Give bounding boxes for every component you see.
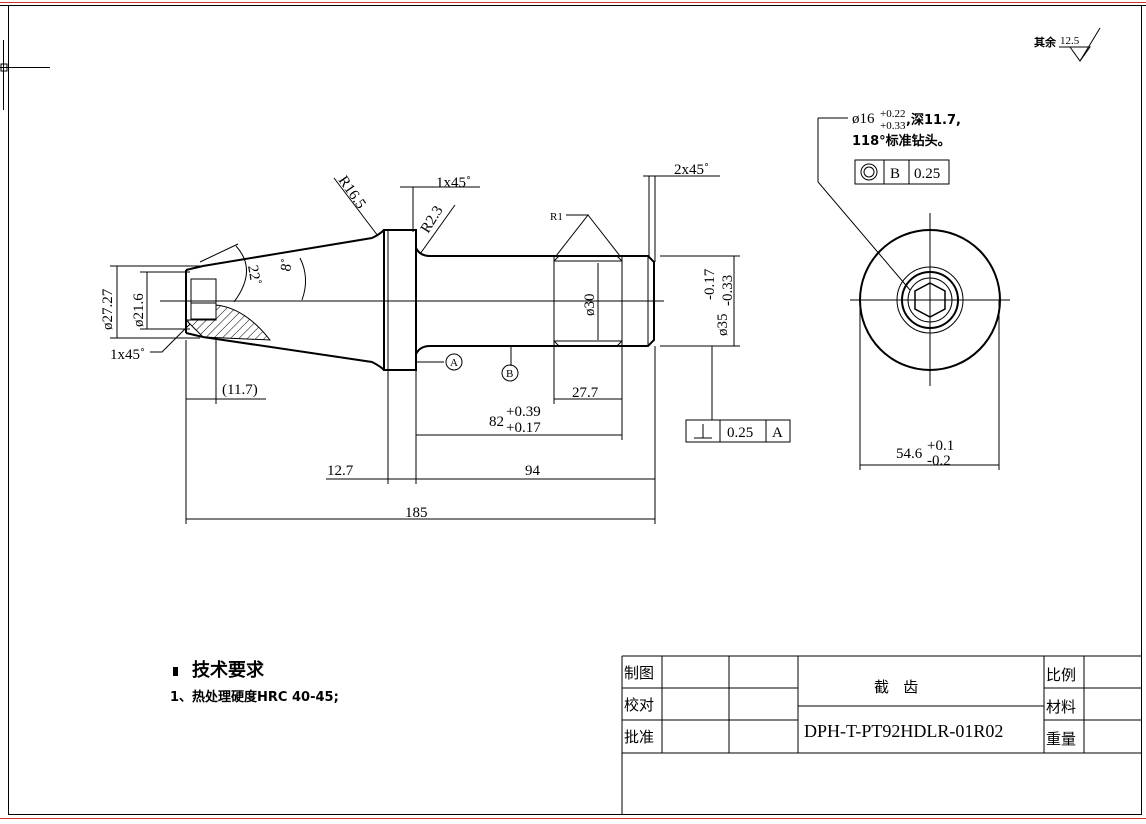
surface-finish-symbol: 其余 12.5	[1034, 27, 1101, 62]
dim-chamfer-top: 1x45˚	[436, 175, 471, 191]
title-block	[621, 655, 1141, 815]
dim-dia-35-upper: -0.17	[702, 268, 718, 300]
hole-note-prefix: ø16	[852, 111, 875, 127]
surface-finish-label: 其余	[1034, 35, 1057, 49]
dim-angle-8: 8˚	[278, 258, 296, 273]
hole-note-lower: +0.33	[880, 120, 906, 132]
perp-datum: A	[772, 425, 783, 441]
datum-b-label: B	[506, 368, 513, 380]
tech-heading: 技术要求	[192, 659, 265, 681]
title-approved-label: 批准	[624, 728, 654, 746]
surface-finish-value: 12.5	[1060, 35, 1080, 47]
dim-len-27-7: 27.7	[572, 385, 599, 401]
dim-dia-27-27: ø27.27	[100, 288, 116, 330]
hole-note-suffix: ,深11.7,	[906, 112, 961, 128]
title-weight-label: 重量	[1046, 730, 1076, 748]
tech-item-1: 1、热处理硬度HRC 40-45;	[170, 689, 339, 705]
end-dia-upper: +0.1	[927, 438, 954, 454]
dim-r16-5: R16.5	[335, 173, 369, 212]
dim-len-94: 94	[525, 463, 541, 479]
end-view	[817, 117, 1010, 470]
dim-dia-30: ø30	[582, 294, 598, 317]
title-material-label: 材料	[1046, 698, 1076, 716]
drawing-number: DPH-T-PT92HDLR-01R02	[804, 721, 1003, 741]
dim-dia-35: ø35	[715, 314, 731, 337]
title-scale-label: 比例	[1046, 666, 1076, 684]
dim-dia-35-lower: -0.33	[720, 275, 736, 306]
datum-a-label: A	[450, 357, 458, 369]
concentricity-datum: B	[890, 166, 900, 182]
dim-dia-21-6: ø21.6	[131, 293, 147, 327]
dim-r2-3: R2.3	[418, 203, 447, 236]
hole-note-line2: 118°标准钻头。	[852, 133, 951, 149]
dim-len-82-lower: +0.17	[506, 420, 541, 436]
concentricity-tolerance: 0.25	[914, 166, 940, 182]
tech-bullet	[173, 667, 178, 676]
dim-len-185: 185	[405, 505, 428, 521]
side-view	[110, 175, 791, 524]
dim-len-82-upper: +0.39	[506, 404, 541, 420]
title-drawn-label: 制图	[624, 664, 654, 682]
dim-r1: R1	[550, 211, 563, 223]
part-name: 截 齿	[874, 678, 918, 696]
title-checked-label: 校对	[624, 696, 654, 714]
dim-len-12-7: 12.7	[327, 463, 354, 479]
end-dia-lower: -0.2	[927, 453, 951, 469]
hole-note-upper: +0.22	[880, 108, 905, 120]
end-dia-main: 54.6	[896, 446, 923, 462]
dim-len-11-7: (11.7)	[222, 382, 258, 398]
perp-tolerance: 0.25	[727, 425, 753, 441]
dim-len-82: 82	[489, 414, 504, 430]
dim-chamfer-left: 1x45˚	[110, 347, 145, 363]
dim-angle-22: 22˚	[244, 264, 263, 286]
dim-chamfer-2x45: 2x45˚	[674, 162, 709, 178]
